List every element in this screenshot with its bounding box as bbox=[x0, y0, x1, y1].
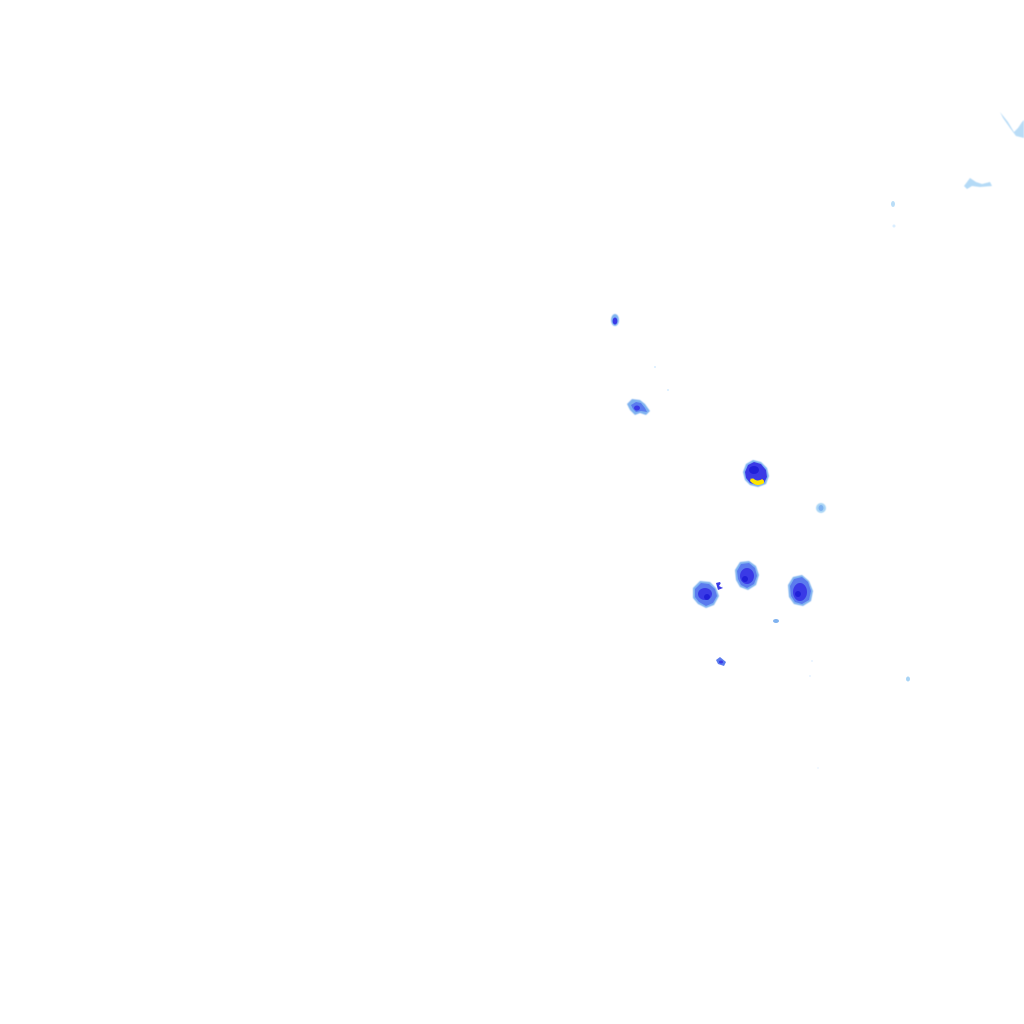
echo-specks bbox=[654, 366, 819, 769]
echo-cell-south bbox=[716, 619, 910, 682]
echo-cell-north bbox=[611, 314, 619, 326]
echo-cell-cluster-east bbox=[788, 575, 813, 606]
echo-northeast-streaks bbox=[891, 112, 1024, 228]
echo-cell-intense bbox=[743, 460, 769, 487]
echo-cell-east bbox=[816, 503, 826, 513]
echo-cell-cluster-west bbox=[693, 581, 723, 608]
echo-cell-cluster-center bbox=[735, 561, 759, 590]
echo-cell-northwest bbox=[627, 399, 650, 415]
